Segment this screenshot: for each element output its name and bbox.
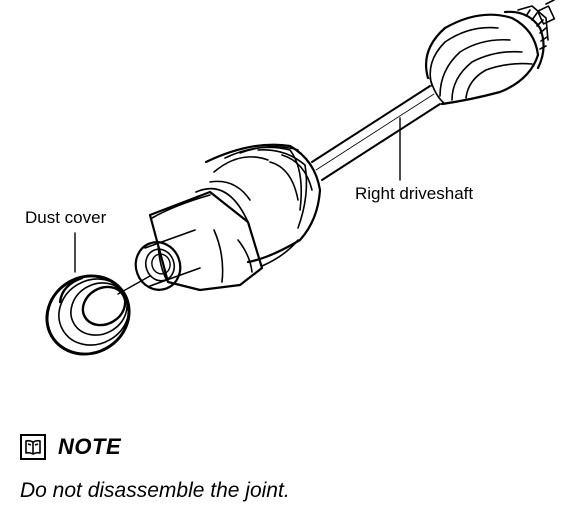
- dust-cover-connector-line: [117, 275, 151, 295]
- dust-cover-label: Dust cover: [25, 208, 107, 227]
- right-driveshaft-label: Right driveshaft: [355, 184, 474, 203]
- dust-cover-ring: [45, 274, 131, 356]
- book-icon: [20, 434, 46, 460]
- driveshaft-bar: [311, 85, 441, 181]
- note-header: NOTE: [20, 432, 121, 462]
- note-heading: NOTE: [58, 434, 122, 459]
- inner-joint-boot: [204, 143, 322, 267]
- outer-joint-boot: [424, 13, 540, 106]
- outer-joint-hub: [503, 0, 556, 70]
- note-text: Do not disassemble the joint.: [20, 479, 290, 502]
- splined-stub: [134, 229, 201, 291]
- driveshaft-illustration: [45, 0, 556, 356]
